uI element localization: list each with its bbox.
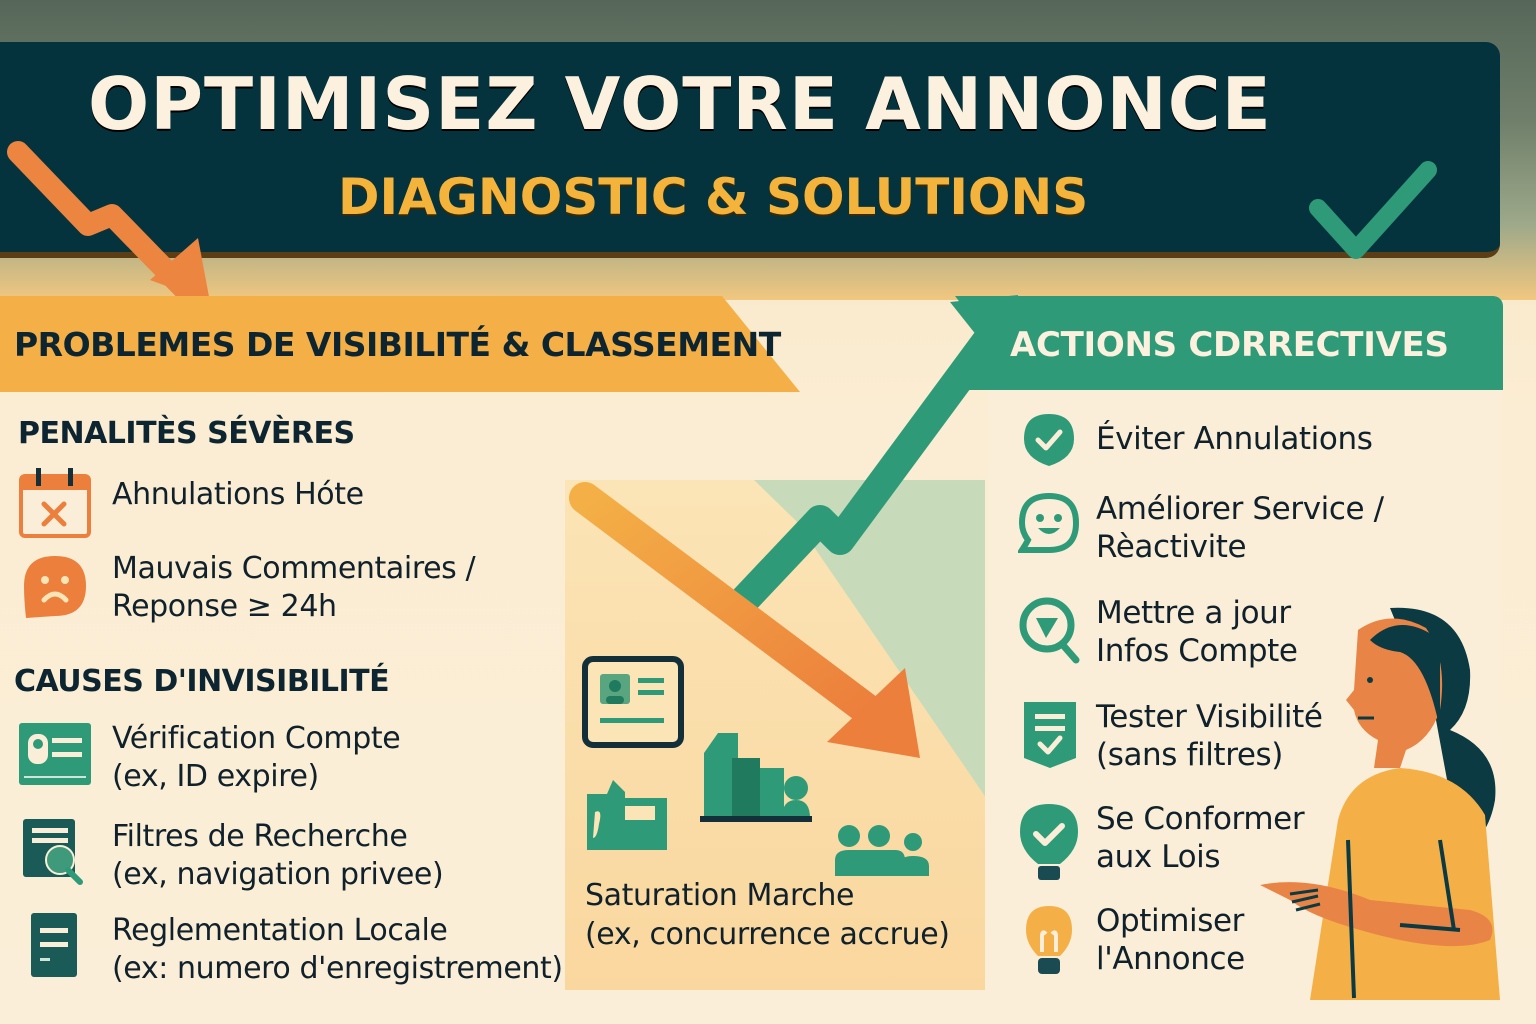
market-down-arrow-icon [569,482,920,758]
actions-banner-label: ACTIONS CDRRECTIVES [1010,325,1449,365]
page-subtitle: DIAGNOSTIC & SOLUTIONS [338,168,1089,226]
action-item-optimize-listing: Optimiser l'Annonce [1024,903,1245,978]
cause-item-label: Filtres de Recherche (ex, navigation pri… [112,819,444,892]
action-item-label: Tester Visibilité (sans filtres) [1096,699,1323,773]
id-card-frame-icon [582,656,684,748]
action-item-label: Éviter Annulations [1096,421,1373,457]
penalty-item-label: Ahnulations Hóte [112,477,364,512]
market-example: (ex, concurrence accrue) [585,917,950,952]
actions-banner [955,296,1503,390]
lightbulb-icon [1026,906,1072,974]
search-update-icon [1019,597,1080,664]
action-item-avoid-cancellations: Éviter Annulations [1022,412,1373,468]
action-item-label: Se Conformer aux Lois [1096,801,1305,875]
action-item-test-visibility: Tester Visibilité (sans filtres) [1022,699,1323,774]
sad-face-bubble-icon [24,556,86,618]
market-title: Saturation Marche [585,878,855,913]
problems-banner-label: PROBLEMES DE VISIBILITÉ & CLASSEMENT [14,325,781,364]
action-item-improve-service: Améliorer Service / Rèactivite [1018,491,1384,566]
penalties-heading: PENALITÈS SÉVÈRES [18,416,355,451]
problems-banner [0,296,800,392]
page-title: OPTIMISEZ VOTRE ANNONCE [88,62,1272,146]
badge-check-icon [1024,702,1076,768]
smiley-bubble-icon [1018,492,1080,553]
header-banner [0,42,1500,258]
id-card-icon [19,723,91,785]
cause-item-verification: Vérification Compte (ex, ID expire) [18,721,401,796]
document-list-icon [31,913,77,977]
shield-check-icon [1024,414,1074,466]
cause-item-search-filters: Filtres de Recherche (ex, navigation pri… [22,818,444,894]
trend-down-arrow-icon [7,141,210,302]
market-saturation-text: Saturation Marche (ex, concurrence accru… [585,876,950,954]
group-people-icon [835,825,929,876]
action-item-label: Optimiser l'Annonce [1096,903,1245,977]
woman-presenter-illustration [1260,607,1500,1000]
map-card-icon [587,780,667,850]
action-item-label: Mettre a jour Infos Compte [1096,595,1298,669]
cause-item-label: Vérification Compte (ex, ID expire) [112,721,401,794]
cause-item-local-regulation: Reglementation Locale (ex: numero d'enre… [30,912,563,988]
penalty-item-cancellations: Ahnulations Hóte [18,466,364,540]
action-item-comply-laws: Se Conformer aux Lois [1018,801,1305,884]
action-item-label: Améliorer Service / Rèactivite [1096,491,1384,565]
bulb-check-icon [1020,804,1078,880]
causes-heading: CAUSES D'INVISIBILITÉ [14,664,390,699]
action-item-update-account: Mettre a jour Infos Compte [1018,595,1298,670]
penalty-item-bad-reviews: Mauvais Commentaires / Reponse ≥ 24h [20,550,476,626]
penalty-item-label: Mauvais Commentaires / Reponse ≥ 24h [112,551,476,624]
checkmark-icon [1309,161,1437,259]
document-search-icon [23,819,83,885]
calendar-x-icon [19,468,91,538]
buildings-icon [700,733,812,822]
cause-item-label: Reglementation Locale (ex: numero d'enre… [112,913,563,986]
